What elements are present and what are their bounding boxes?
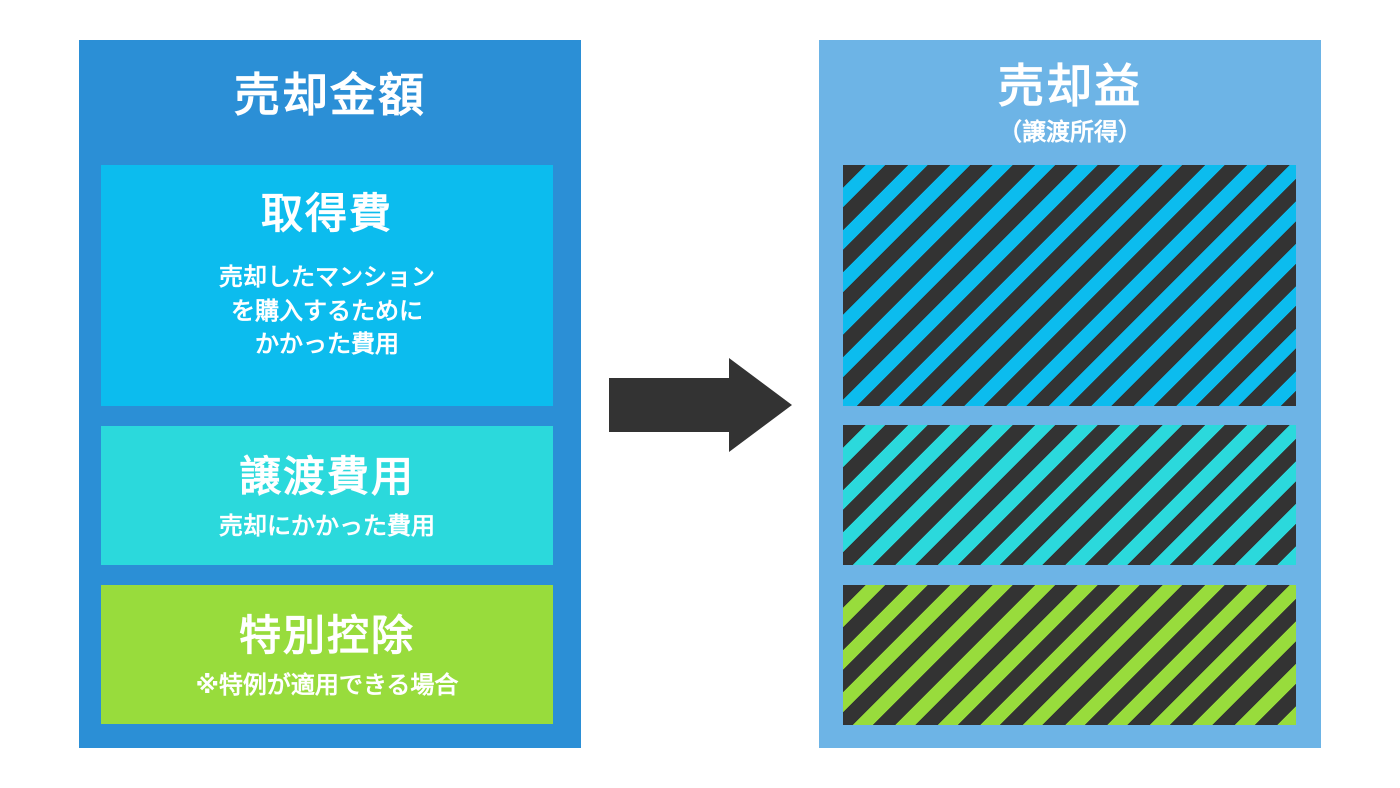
special-deduction-heading: 特別控除: [238, 611, 415, 660]
acquisition-cost-desc-line: 売却したマンション: [219, 263, 435, 291]
capital-gain-subtitle: （譲渡所得）: [998, 118, 1142, 146]
acquisition-cost-description: 売却したマンション を購入するために かかった費用: [101, 261, 553, 362]
acquisition-cost-hatched-block: [843, 165, 1296, 406]
transfer-cost-heading: 譲渡費用: [238, 452, 415, 501]
transfer-cost-box: 譲渡費用 売却にかかった費用: [101, 426, 553, 565]
acquisition-cost-box: 取得費 売却したマンション を購入するために かかった費用: [101, 165, 553, 406]
transfer-cost-hatched-block: [843, 425, 1296, 565]
special-deduction-description: ※特例が適用できる場合: [101, 669, 553, 703]
sale-price-panel: 売却金額 取得費 売却したマンション を購入するために かかった費用 譲渡費用 …: [79, 40, 581, 748]
acquisition-cost-desc-line: を購入するために: [231, 296, 423, 325]
special-deduction-desc-line: ※特例が適用できる場合: [195, 671, 459, 699]
transfer-cost-description: 売却にかかった費用: [101, 510, 553, 544]
special-deduction-hatched-block: [843, 585, 1296, 725]
capital-gain-panel: 売却益 （譲渡所得）: [819, 40, 1321, 748]
transfer-cost-desc-line: 売却にかかった費用: [219, 512, 435, 540]
acquisition-cost-heading: 取得費: [260, 189, 393, 238]
right-arrow-icon: [609, 358, 792, 452]
acquisition-cost-desc-line: かかった費用: [255, 330, 399, 359]
special-deduction-box: 特別控除 ※特例が適用できる場合: [101, 585, 553, 724]
capital-gain-title: 売却益: [998, 59, 1142, 113]
sale-price-title: 売却金額: [234, 68, 426, 122]
